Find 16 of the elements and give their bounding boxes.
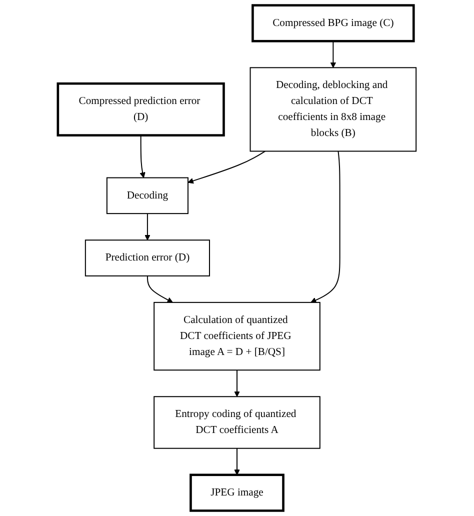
node-box: Compressed prediction error (D) — [56, 82, 225, 136]
arrow — [234, 370, 240, 397]
arrow — [234, 448, 240, 476]
node-box: Entropy coding of quantized DCT coefficients A — [154, 396, 320, 449]
node-box: Decoding, deblocking and calculation of DCT coefficients in 8x8 image blocks (B) — [250, 67, 417, 152]
arrow — [140, 134, 146, 178]
arrow — [144, 213, 150, 240]
node-box: Decoding — [106, 177, 188, 214]
node-box: Compressed BPG image (C) — [252, 4, 415, 42]
arrow — [188, 150, 266, 184]
node-box: Calculation of quantized DCT coefficients of JPEG image A = D + [B/QS] — [154, 302, 320, 371]
node-box: JPEG image — [190, 474, 284, 512]
arrow — [310, 150, 340, 303]
node-box: Prediction error (D) — [84, 240, 210, 276]
arrow — [146, 275, 173, 303]
arrow — [330, 40, 336, 68]
